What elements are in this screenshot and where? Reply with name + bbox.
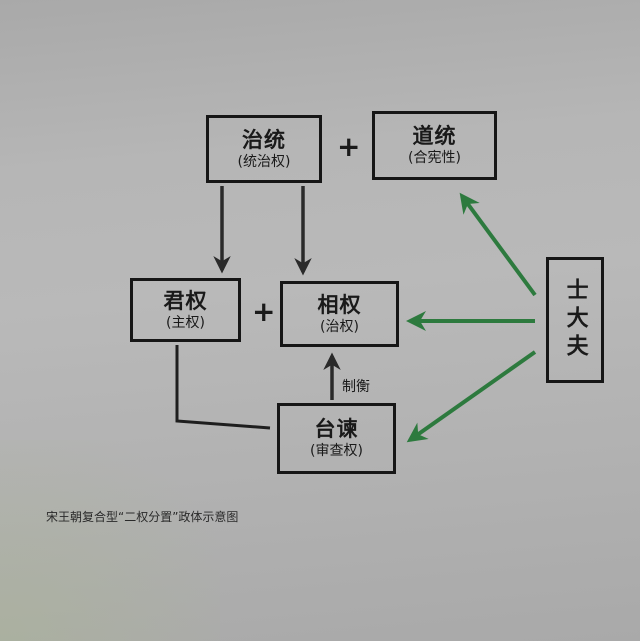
- node-junquan-subtitle: (主权): [166, 314, 205, 331]
- node-zhitong-subtitle: (统治权): [237, 153, 291, 170]
- line-junquan-to-taijian: [175, 345, 271, 430]
- arrow-shidafu-to-daotong: [459, 192, 537, 297]
- node-taijian-title: 台谏: [314, 417, 359, 442]
- node-junquan: 君权 (主权): [130, 278, 241, 342]
- node-shidafu: 士大夫: [546, 257, 604, 383]
- paper-tint: [0, 440, 220, 641]
- node-taijian-subtitle: (审查权): [310, 443, 363, 460]
- node-xiangquan-subtitle: (治权): [320, 318, 359, 335]
- plus-sign-middle: +: [252, 295, 276, 328]
- node-xiangquan: 相权 (治权): [280, 281, 399, 347]
- node-taijian: 台谏 (审查权): [277, 403, 396, 474]
- figure-caption: 宋王朝复合型“二权分置”政体示意图: [46, 510, 239, 524]
- arrow-shidafu-to-taijian: [406, 350, 537, 443]
- edge-label-check-balance: 制衡: [342, 379, 370, 395]
- node-zhitong-title: 治统: [242, 127, 286, 152]
- node-xiangquan-title: 相权: [317, 292, 362, 317]
- plus-sign-top: +: [337, 130, 361, 163]
- node-shidafu-title: 士大夫: [562, 278, 588, 362]
- node-daotong-title: 道统: [412, 124, 457, 149]
- node-junquan-title: 君权: [163, 288, 208, 313]
- node-daotong-subtitle: (合宪性): [408, 150, 461, 167]
- node-zhitong: 治统 (统治权): [206, 115, 322, 183]
- node-daotong: 道统 (合宪性): [372, 111, 497, 180]
